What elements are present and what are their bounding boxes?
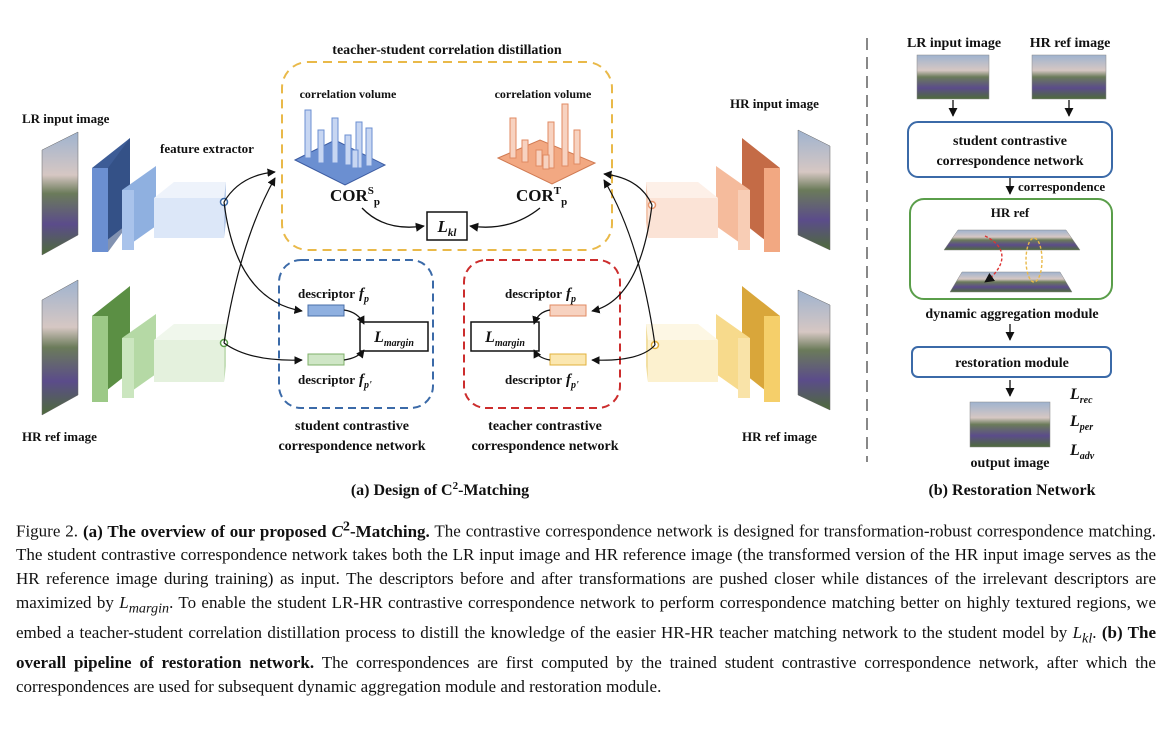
teacher-network-box: [463, 259, 621, 409]
teacher-loss-margin-label: Lmargin: [484, 329, 525, 349]
cor-student-label: CORSp: [330, 185, 380, 208]
rb-student-label-line1: student contrastive: [953, 134, 1067, 149]
arrow-hr-to-fpp: [223, 342, 303, 365]
arrow-lr-to-corr-volume: [223, 168, 276, 203]
feature-extractor-label: feature extractor: [160, 141, 254, 156]
caption-part-a-title: (a) The overview of our proposed C2-Matc…: [82, 518, 430, 541]
rb-loss-per: Lper: [1069, 413, 1093, 433]
rb-hr-ref-inner-label: HR ref: [991, 205, 1030, 220]
rb-loss-adv: Ladv: [1069, 442, 1095, 462]
loss-kl-label: Lkl: [437, 217, 458, 239]
student-loss-margin-box: [359, 321, 429, 352]
right-hr-input-image: [797, 129, 831, 251]
rb-student-box: [907, 121, 1113, 178]
right-hr-ref-label: HR ref image: [742, 429, 817, 444]
teacher-network-label-line1: teacher contrastive: [488, 419, 602, 434]
student-descriptor-fp-prime: [307, 353, 345, 366]
teacher-feature-extractor-hr-ref: [646, 286, 780, 402]
caption-text-a2: . To enable the student LR-HR contrastiv…: [16, 593, 1156, 643]
left-lr-input-label: LR input image: [22, 111, 110, 126]
arrow-fpp-to-margin: [343, 349, 365, 361]
student-feature-extractor-lr: [92, 138, 226, 252]
figure-caption: Figure 2. (a) The overview of our propos…: [16, 515, 1156, 699]
subcaption-a: (a) Design of C2-Matching: [351, 480, 529, 499]
right-hr-ref-image: [797, 289, 831, 411]
student-network-box: [278, 259, 434, 409]
rb-correspondence-label: correspondence: [1018, 179, 1105, 194]
student-feature-extractor-hr: [92, 286, 226, 402]
rb-yellow-correspondence: [1025, 237, 1043, 283]
arrow-fp-to-margin: [343, 309, 365, 325]
rb-red-correspondence: [984, 235, 1003, 283]
student-descriptor-fp: [307, 304, 345, 317]
rb-restoration-label: restoration module: [955, 356, 1069, 371]
rb-lr-input-label: LR input image: [907, 36, 1001, 51]
left-hr-ref-label: HR ref image: [22, 429, 97, 444]
corr-volume-student-label: correlation volume: [300, 87, 397, 101]
caption-text-a3: .: [1092, 623, 1097, 643]
arrow-hr-input-to-corr-volume: [603, 170, 653, 206]
rb-hr-ref-label: HR ref image: [1030, 36, 1111, 51]
rb-restoration-box: [911, 346, 1112, 378]
teacher-network-label-line2: correspondence network: [471, 439, 618, 454]
subcaption-b: (b) Restoration Network: [928, 482, 1095, 499]
distillation-box: [281, 61, 613, 251]
left-lr-input-image: [41, 131, 79, 256]
arrow-cor-t-to-kl: [469, 207, 541, 232]
teacher-loss-margin-box: [470, 321, 540, 352]
rb-hr-ref-plane: [943, 229, 1081, 251]
caption-math-margin: Lmargin: [119, 593, 170, 617]
arrow-lr-to-fp: [223, 201, 303, 314]
rb-output-label: output image: [971, 456, 1050, 471]
arrow-cor-s-to-kl: [361, 207, 425, 232]
rb-loss-rec: Lrec: [1069, 386, 1093, 406]
arrow-hr-to-corr-volume: [223, 177, 276, 344]
cor-teacher-label: CORTp: [516, 185, 567, 208]
student-loss-margin-label: Lmargin: [373, 329, 414, 349]
rb-dynamic-agg-label: dynamic aggregation module: [925, 307, 1098, 322]
student-correlation-volume: [293, 109, 387, 186]
rb-lr-input-image: [916, 54, 990, 100]
caption-label: Figure 2.: [16, 521, 79, 541]
rb-student-label-line2: correspondence network: [936, 154, 1083, 169]
arrow-hr-ref-to-corr-volume: [603, 179, 656, 346]
loss-kl-box: [426, 211, 468, 241]
arrow-hr-input-to-fp: [591, 204, 653, 314]
caption-math-kl: Lkl: [1072, 623, 1093, 647]
right-hr-input-label: HR input image: [730, 96, 819, 111]
teacher-correlation-volume: [496, 103, 597, 185]
teacher-feature-extractor-hr-input: [646, 138, 780, 252]
teacher-descriptor-fp-prime: [549, 353, 587, 366]
student-network-label-line2: correspondence network: [278, 439, 425, 454]
arrow-teacher-fp-to-margin: [532, 309, 551, 325]
rb-output-image: [969, 401, 1051, 448]
distillation-title: teacher-student correlation distillation: [332, 43, 562, 58]
rb-lr-plane: [949, 271, 1073, 293]
arrow-hr-ref-to-fpp: [591, 344, 656, 365]
corr-volume-teacher-label: correlation volume: [495, 87, 592, 101]
left-hr-ref-image: [41, 279, 79, 416]
student-network-label-line1: student contrastive: [295, 419, 409, 434]
figure-diagram: teacher-student correlation distillation…: [22, 36, 1113, 499]
caption-part-b-title: (b) The overall pipeline of restoration …: [16, 623, 1157, 673]
rb-hr-ref-image: [1031, 54, 1107, 100]
caption-text-a1: The contrastive correspondence network i…: [16, 521, 1156, 613]
arrow-teacher-fpp-to-margin: [533, 349, 551, 361]
caption-text-b: The correspondences are first computed b…: [16, 653, 1156, 697]
teacher-descriptor-fp: [549, 304, 587, 317]
